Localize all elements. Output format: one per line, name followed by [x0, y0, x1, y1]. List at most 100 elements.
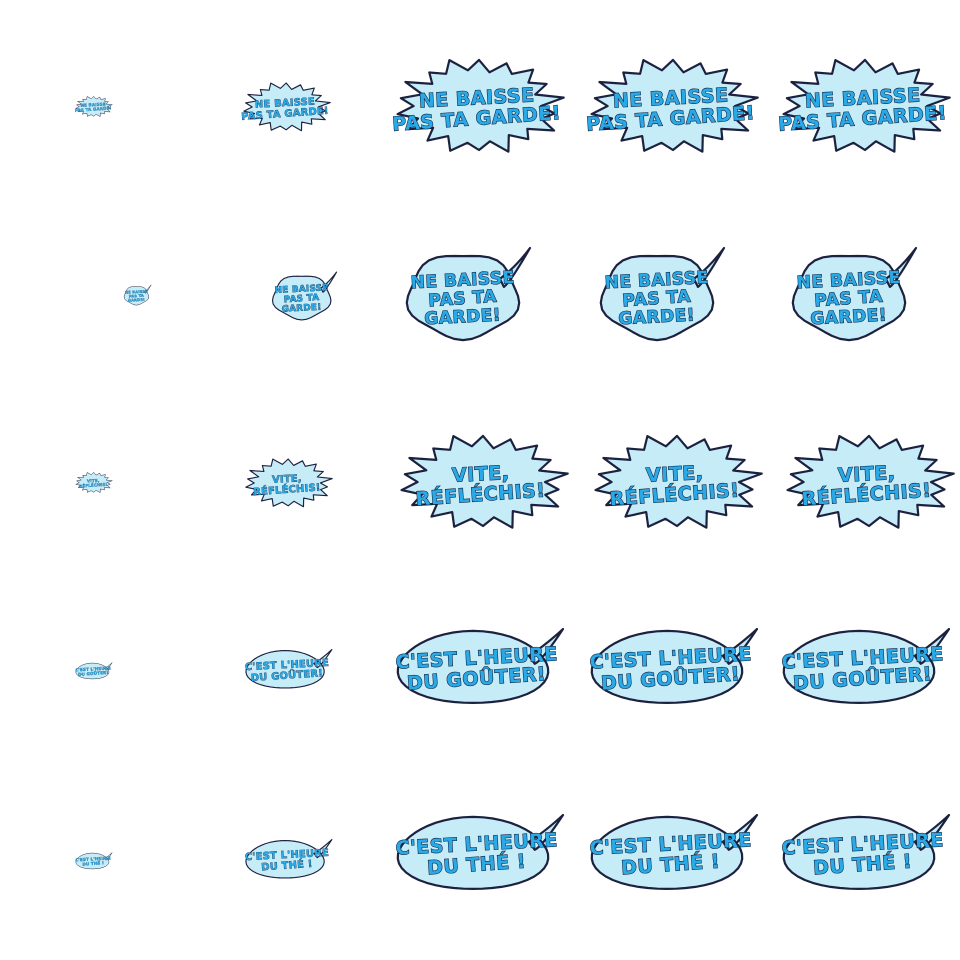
bubble-cell: VITE,RÉFLÉCHIS!	[582, 388, 774, 580]
bubble-text-line: VITE,	[87, 478, 100, 484]
bubble-outline	[786, 434, 955, 529]
bubble-outline	[594, 434, 763, 529]
bubble-text-line: VITE,	[451, 462, 510, 487]
bubble-text-line: NE BAISSE	[255, 97, 316, 111]
bubble-text-line: C'EST L'HEURE	[245, 848, 330, 863]
bubble-text-line: VITE,	[837, 462, 896, 487]
bubble-outline	[75, 472, 113, 493]
bubble-cell: VITE,RÉFLÉCHIS!	[0, 388, 192, 580]
bubble-outline	[396, 813, 565, 890]
bubble-outline	[782, 813, 951, 890]
bubble-text-line: DU THÉ !	[82, 860, 104, 866]
bubble-outline	[590, 813, 759, 890]
bubble-text-line: PAS TA GARDE!	[75, 105, 112, 113]
bubble-text-line: PAS TA	[283, 293, 319, 305]
bubble-outline	[75, 96, 113, 117]
bubble-outline	[599, 246, 726, 342]
bubble-outline	[782, 58, 951, 153]
bubble-text-line: NE BAISSE	[125, 290, 148, 295]
bubble-text-line: PAS TA	[129, 294, 144, 299]
bubble-text-line: GARDE!	[128, 298, 145, 303]
bubble-cell: VITE,RÉFLÉCHIS!	[192, 388, 384, 580]
bubble-outline	[590, 58, 759, 153]
bubble-outline	[245, 648, 333, 689]
bubble-outline	[75, 852, 113, 870]
bubble-outline	[405, 246, 532, 342]
bubble-outline	[396, 627, 565, 704]
bubble-outline	[123, 284, 152, 306]
bubble-text-line: PAS TA	[814, 287, 884, 312]
bubble-text-line: GARDE!	[618, 305, 696, 329]
bubble-text-line: GARDE!	[810, 305, 888, 329]
bubble-text-line: C'EST L'HEURE	[245, 658, 330, 673]
speech-bubble: VITE,RÉFLÉCHIS!	[400, 434, 569, 529]
bubble-text-line: RÉFLÉCHIS!	[79, 482, 108, 489]
bubble-outline	[396, 58, 565, 153]
bubble-outline	[271, 271, 338, 321]
bubble-text-line: C'EST L'HEURE	[75, 856, 111, 863]
bubble-outline	[400, 434, 569, 529]
bubble-outline	[245, 458, 333, 508]
speech-bubble: VITE,RÉFLÉCHIS!	[786, 434, 955, 529]
bubble-outline	[782, 627, 951, 704]
bubble-text-line: NE BAISSE	[80, 102, 106, 108]
bubble-text-line: NE BAISSE	[274, 283, 328, 296]
bubble-outline	[75, 662, 113, 680]
bubble-cell: VITE,RÉFLÉCHIS!	[388, 388, 580, 580]
speech-bubble: VITE,RÉFLÉCHIS!	[245, 458, 333, 508]
bubble-outline	[245, 838, 333, 879]
speech-bubble: VITE,RÉFLÉCHIS!	[594, 434, 763, 529]
bubble-outline	[791, 246, 918, 342]
speech-bubble: VITE,RÉFLÉCHIS!	[75, 472, 113, 493]
bubble-text-line: VITE,	[272, 473, 302, 486]
bubble-text-line: C'EST L'HEURE	[75, 666, 111, 673]
bubble-text-line: GARDE!	[281, 303, 321, 315]
bubble-text-line: DU GOÛTER!	[78, 670, 109, 677]
bubble-outline	[243, 82, 331, 132]
bubble-text-line: VITE,	[645, 462, 704, 487]
bubble-text-line: NE BAISSE	[796, 268, 901, 293]
bubble-outline	[590, 627, 759, 704]
